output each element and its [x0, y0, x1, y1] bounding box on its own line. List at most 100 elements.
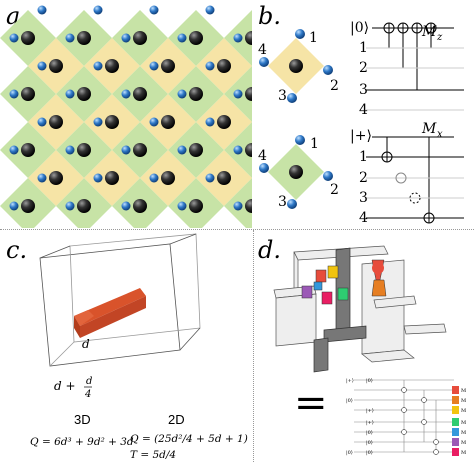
qubit-label-b2: 2: [330, 182, 339, 198]
row-label-bottom-4: 4: [359, 210, 368, 226]
ancilla-atom: [49, 115, 63, 129]
ancilla-atom: [49, 59, 63, 73]
qubit-label-1: 1: [309, 30, 318, 46]
ancilla-atom: [217, 59, 231, 73]
qubit-2-atom: [323, 65, 333, 75]
data-atom: [233, 89, 243, 99]
row-label-bottom-3: 3: [359, 190, 368, 206]
ancilla-atom: [21, 87, 35, 101]
horizontal-divider: [0, 229, 474, 230]
ancilla-atom: [77, 143, 91, 157]
mini-ket-3: |0⟩: [346, 398, 353, 404]
ancilla-atom: [77, 87, 91, 101]
dim-label-num: d: [86, 376, 92, 387]
ancilla-atom: [133, 87, 147, 101]
mini-ket-2: |0⟩: [366, 378, 373, 384]
panel-label-d: d.: [258, 236, 281, 264]
ancilla-atom: [133, 31, 147, 45]
ancilla-atom: [245, 143, 252, 157]
data-atom: [121, 89, 131, 99]
circuit-panel: 1 2 3 4 |0⟩ M z 1 2 3 4: [258, 20, 464, 226]
data-atom: [9, 89, 19, 99]
equals-sign: =: [294, 380, 328, 426]
mini-ket-1: |+⟩: [346, 378, 354, 384]
data-atom: [93, 5, 103, 15]
data-atom: [149, 61, 159, 71]
row-label-top-1: 1: [359, 40, 368, 56]
mini-ket-9: |0⟩: [346, 450, 353, 456]
data-atom: [93, 61, 103, 71]
qubit-label-b1: 1: [310, 136, 319, 152]
ket-label-bottom: |+⟩: [350, 128, 372, 144]
data-atom: [177, 145, 187, 155]
plaquette-bottom: 1 2 3 4: [258, 135, 339, 210]
mini-measure-label: M: [461, 398, 466, 404]
mini-measure-label: M: [461, 440, 466, 446]
lattice-surgery-structure: [273, 245, 447, 373]
ancilla-atom: [189, 199, 203, 213]
row-label-bottom-1: 1: [359, 149, 368, 165]
mini-ket-5: |+⟩: [366, 420, 374, 426]
mini-measure-label: M: [461, 430, 466, 436]
data-atom: [37, 173, 47, 183]
ancilla-atom: [161, 171, 175, 185]
mini-measure-box: [452, 448, 459, 456]
ancilla-atom: [245, 87, 252, 101]
mini-measure-box: [452, 438, 459, 446]
circuit-bottom: |+⟩ M x 1 2 3 4: [350, 121, 464, 226]
ancilla-atom: [77, 199, 91, 213]
measure-sub-bottom: x: [437, 129, 443, 140]
formula-3d: Q = 6d³ + 9d² + 3d: [30, 436, 134, 448]
measure-sub-top: z: [436, 32, 443, 43]
ancilla-atom: [105, 171, 119, 185]
data-atom: [9, 145, 19, 155]
data-atom: [233, 201, 243, 211]
mini-measure-label: M: [461, 450, 466, 456]
qubit-label-3: 3: [278, 88, 287, 104]
ancilla-atom: [245, 31, 252, 45]
lattice-diagram: [0, 5, 252, 228]
data-atom: [65, 201, 75, 211]
ancilla-atom: [217, 115, 231, 129]
panel-label-b: b.: [258, 2, 281, 30]
data-atom: [149, 5, 159, 15]
dim-label-den: 4: [84, 389, 91, 400]
plaquette-top: 1 2 3 4: [258, 29, 339, 104]
formula-2d-t: T = 5d/4: [130, 449, 176, 461]
ancilla-atom: [77, 31, 91, 45]
data-atom: [177, 201, 187, 211]
row-label-top-2: 2: [359, 60, 368, 76]
data-atom: [149, 117, 159, 127]
qubit-label-b3: 3: [278, 194, 287, 210]
mini-circuit: |+⟩ |0⟩ |0⟩ |+⟩ |+⟩ |0⟩ |0⟩ |0⟩ |0⟩ MMMM…: [346, 378, 466, 456]
ancilla-atom: [49, 171, 63, 185]
mini-ket-7: |0⟩: [366, 440, 373, 446]
data-atom: [121, 145, 131, 155]
qubit-1-atom: [295, 29, 305, 39]
data-atom: [37, 61, 47, 71]
ancilla-atom: [105, 115, 119, 129]
data-atom: [177, 89, 187, 99]
data-atom: [121, 201, 131, 211]
qubit-label-2: 2: [330, 78, 339, 94]
ancilla-atom: [189, 143, 203, 157]
data-atom: [177, 33, 187, 43]
orange-bar: [74, 288, 146, 338]
ancilla-atom: [21, 31, 35, 45]
qubit-label-b4: 4: [258, 148, 267, 164]
data-atom: [65, 89, 75, 99]
title-3d: 3D: [74, 412, 91, 427]
ancilla-atom: [21, 143, 35, 157]
data-atom: [65, 33, 75, 43]
edge-label-d: d: [82, 337, 90, 351]
qubit-3-atom: [287, 93, 297, 103]
data-atom: [65, 145, 75, 155]
title-2d: 2D: [168, 412, 185, 427]
data-atom: [233, 145, 243, 155]
data-atom: [205, 173, 215, 183]
mini-measure-label: M: [461, 388, 466, 394]
data-atom: [205, 5, 215, 15]
circuit-top: |0⟩ M z 1 2 3 4: [350, 20, 464, 118]
data-atom: [121, 33, 131, 43]
